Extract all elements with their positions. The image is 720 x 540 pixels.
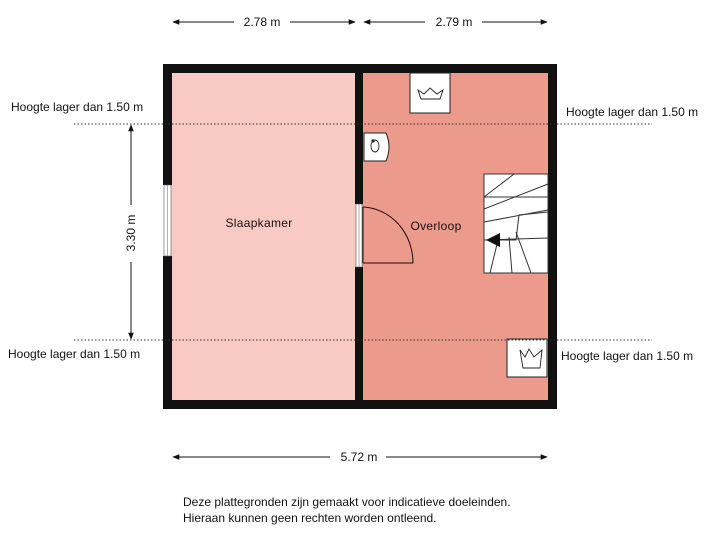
height-note-bottom-left: Hoogte lager dan 1.50 m — [8, 347, 140, 361]
dim-bottom-total: 5.72 m — [341, 450, 378, 464]
dim-top-left: 2.78 m — [244, 15, 281, 29]
stairs — [483, 173, 549, 274]
disclaimer-line-1: Deze plattegronden zijn gemaakt voor ind… — [183, 495, 511, 509]
height-note-top-left: Hoogte lager dan 1.50 m — [11, 100, 143, 114]
room-label-slaapkamer: Slaapkamer — [225, 216, 292, 230]
disclaimer: Deze plattegronden zijn gemaakt voor ind… — [183, 494, 511, 526]
dim-left-vertical: 3.30 m — [124, 215, 138, 252]
toilet-icon — [363, 132, 390, 162]
door — [355, 203, 414, 268]
height-note-bottom-right: Hoogte lager dan 1.50 m — [561, 349, 693, 363]
dimension-lines — [128, 19, 548, 460]
slaapkamer-floor — [164, 65, 359, 409]
dim-top-right: 2.79 m — [436, 15, 473, 29]
stairs-direction-arrow-icon — [486, 233, 500, 247]
window-left — [163, 184, 172, 257]
sink-icon — [409, 72, 451, 114]
disclaimer-line-2: Hieraan kunnen geen rechten worden ontle… — [183, 511, 437, 525]
walls — [163, 64, 557, 409]
sink-icon-bottom — [506, 338, 548, 378]
room-label-overloop: Overloop — [410, 219, 461, 233]
height-note-top-right: Hoogte lager dan 1.50 m — [566, 105, 698, 119]
